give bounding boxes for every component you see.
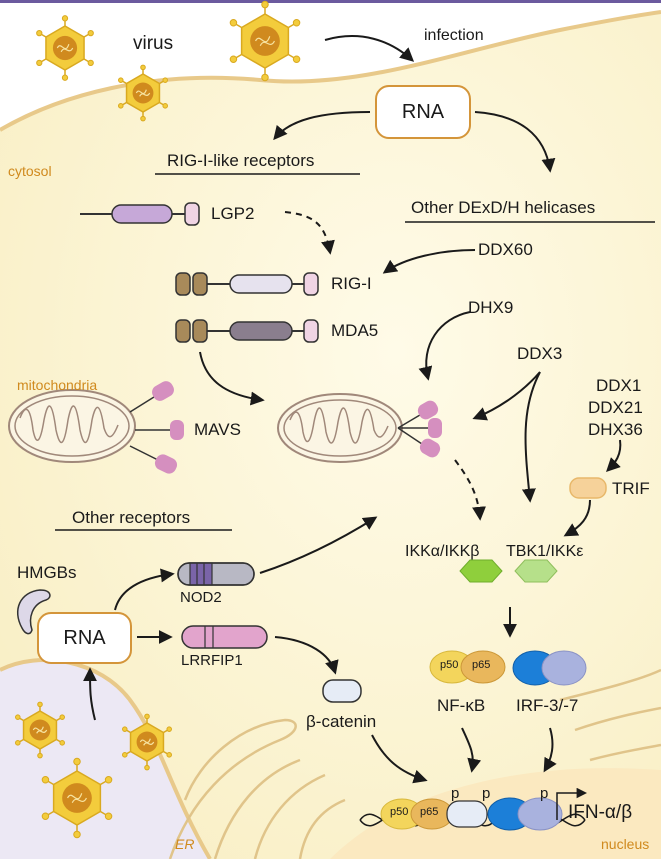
nfkb-p50-label: p50 — [440, 659, 459, 671]
nfkb-label: NF-κB — [437, 696, 486, 715]
phospho-label-1: p — [451, 785, 460, 802]
top-frame — [0, 0, 661, 3]
trif-label: TRIF — [612, 479, 650, 498]
plasma-membrane — [0, 10, 661, 132]
mavs-label: MAVS — [194, 420, 241, 439]
mitochondrion-left — [8, 389, 136, 463]
rna-to-rlr-arrow — [273, 111, 371, 141]
rna-to-nod2-arrow — [114, 568, 175, 611]
virus-particle — [118, 64, 168, 122]
betacatenin-to-dna-arrow — [371, 734, 428, 784]
viruses-top — [36, 0, 301, 122]
lrrfip1-to-betacatenin-arrow — [274, 636, 339, 675]
rna-box-top: RNA — [375, 85, 471, 139]
enhanceosome — [380, 797, 563, 831]
ddx3-label: DDX3 — [517, 344, 563, 363]
tbk1-hexagon — [514, 559, 558, 583]
ddx3-to-tbk1-arrow — [521, 371, 541, 503]
ddx60-arrow — [382, 249, 476, 274]
hmgbs-label: HMGBs — [17, 563, 77, 582]
nod2-label: NOD2 — [180, 589, 222, 606]
mavs-right-cluster — [397, 400, 442, 458]
mavs-left — [129, 381, 184, 474]
virus-particle — [122, 713, 172, 771]
mavs-to-ikk-dashed-arrow — [454, 459, 487, 521]
hmgb-shape — [17, 589, 51, 635]
rlr-header: RIG-I-like receptors — [167, 151, 315, 170]
mitochondria-label: mitochondria — [17, 377, 98, 393]
rna-box-bottom: RNA — [37, 612, 132, 664]
lgp2-receptor — [80, 202, 200, 226]
lgp2-dashed-arrow — [284, 211, 335, 255]
dhx36-label: DHX36 — [588, 420, 643, 439]
rigi-label: RIG-I — [331, 274, 372, 293]
mda5-to-mito-arrow — [199, 351, 265, 406]
lrrfip1-label: LRRFIP1 — [181, 652, 243, 669]
beta-catenin-shape — [322, 679, 362, 703]
infection-label: infection — [424, 27, 484, 44]
virus-particle — [15, 701, 65, 759]
dhx9-arrow — [418, 311, 471, 381]
ddx1-label: DDX1 — [596, 376, 642, 395]
er-membranes — [168, 668, 661, 859]
lgp2-label: LGP2 — [211, 204, 255, 223]
dhx36-to-trif-arrow — [606, 439, 622, 472]
infection-arrow — [324, 35, 415, 62]
beta-catenin-label: β-catenin — [306, 712, 377, 731]
ikk-label: IKKα/IKKβ — [405, 543, 480, 560]
ddx3-to-mito-arrow — [472, 371, 541, 421]
phospho-label-2: p — [482, 785, 491, 802]
mda5-label: MDA5 — [331, 321, 379, 340]
lrrfip1-shape — [181, 625, 268, 649]
extracellular-lower-left — [0, 660, 210, 859]
phospho-label-3: p — [540, 785, 549, 802]
transcription-start-arrow — [556, 787, 588, 820]
virus-particle — [229, 0, 301, 82]
irf-complex — [512, 650, 587, 686]
nod2-shape — [177, 562, 255, 586]
nod2-to-mito-arrow — [259, 516, 378, 574]
er-label: ER — [175, 836, 195, 852]
irf-label: IRF-3/-7 — [516, 696, 579, 715]
rna-to-dexdh-arrow — [474, 111, 556, 173]
irf-to-dna-arrow — [543, 727, 557, 773]
enh-p50-label: p50 — [390, 806, 409, 818]
trif-to-tbk1-arrow — [563, 499, 591, 537]
ifn-label: IFN-α/β — [568, 802, 633, 823]
virus-particle — [36, 15, 94, 81]
nfkb-complex — [429, 650, 506, 684]
nucleus-label: nucleus — [601, 836, 650, 852]
ddx21-label: DDX21 — [588, 398, 643, 417]
viruses-to-rna-arrow — [83, 667, 98, 721]
ikk-hexagon — [459, 559, 503, 583]
nfkb-to-dna-arrow — [461, 727, 482, 773]
other-receptors-header: Other receptors — [72, 508, 191, 527]
ddx60-label: DDX60 — [478, 240, 533, 259]
virus-particle — [41, 757, 113, 839]
nfkb-p65-label: p65 — [472, 659, 491, 671]
rigi-receptor — [175, 272, 319, 296]
cytosol-label: cytosol — [8, 163, 52, 179]
dexdh-header: Other DExD/H helicases — [411, 198, 596, 217]
mda5-receptor — [175, 319, 319, 343]
mitochondrion-right — [277, 393, 403, 463]
viruses-bottom — [15, 701, 172, 839]
virus-label: virus — [133, 33, 174, 54]
tbk1-label: TBK1/IKKε — [506, 543, 584, 560]
trif-shape — [569, 477, 607, 499]
dhx9-label: DHX9 — [468, 298, 514, 317]
enh-p65-label: p65 — [420, 806, 439, 818]
